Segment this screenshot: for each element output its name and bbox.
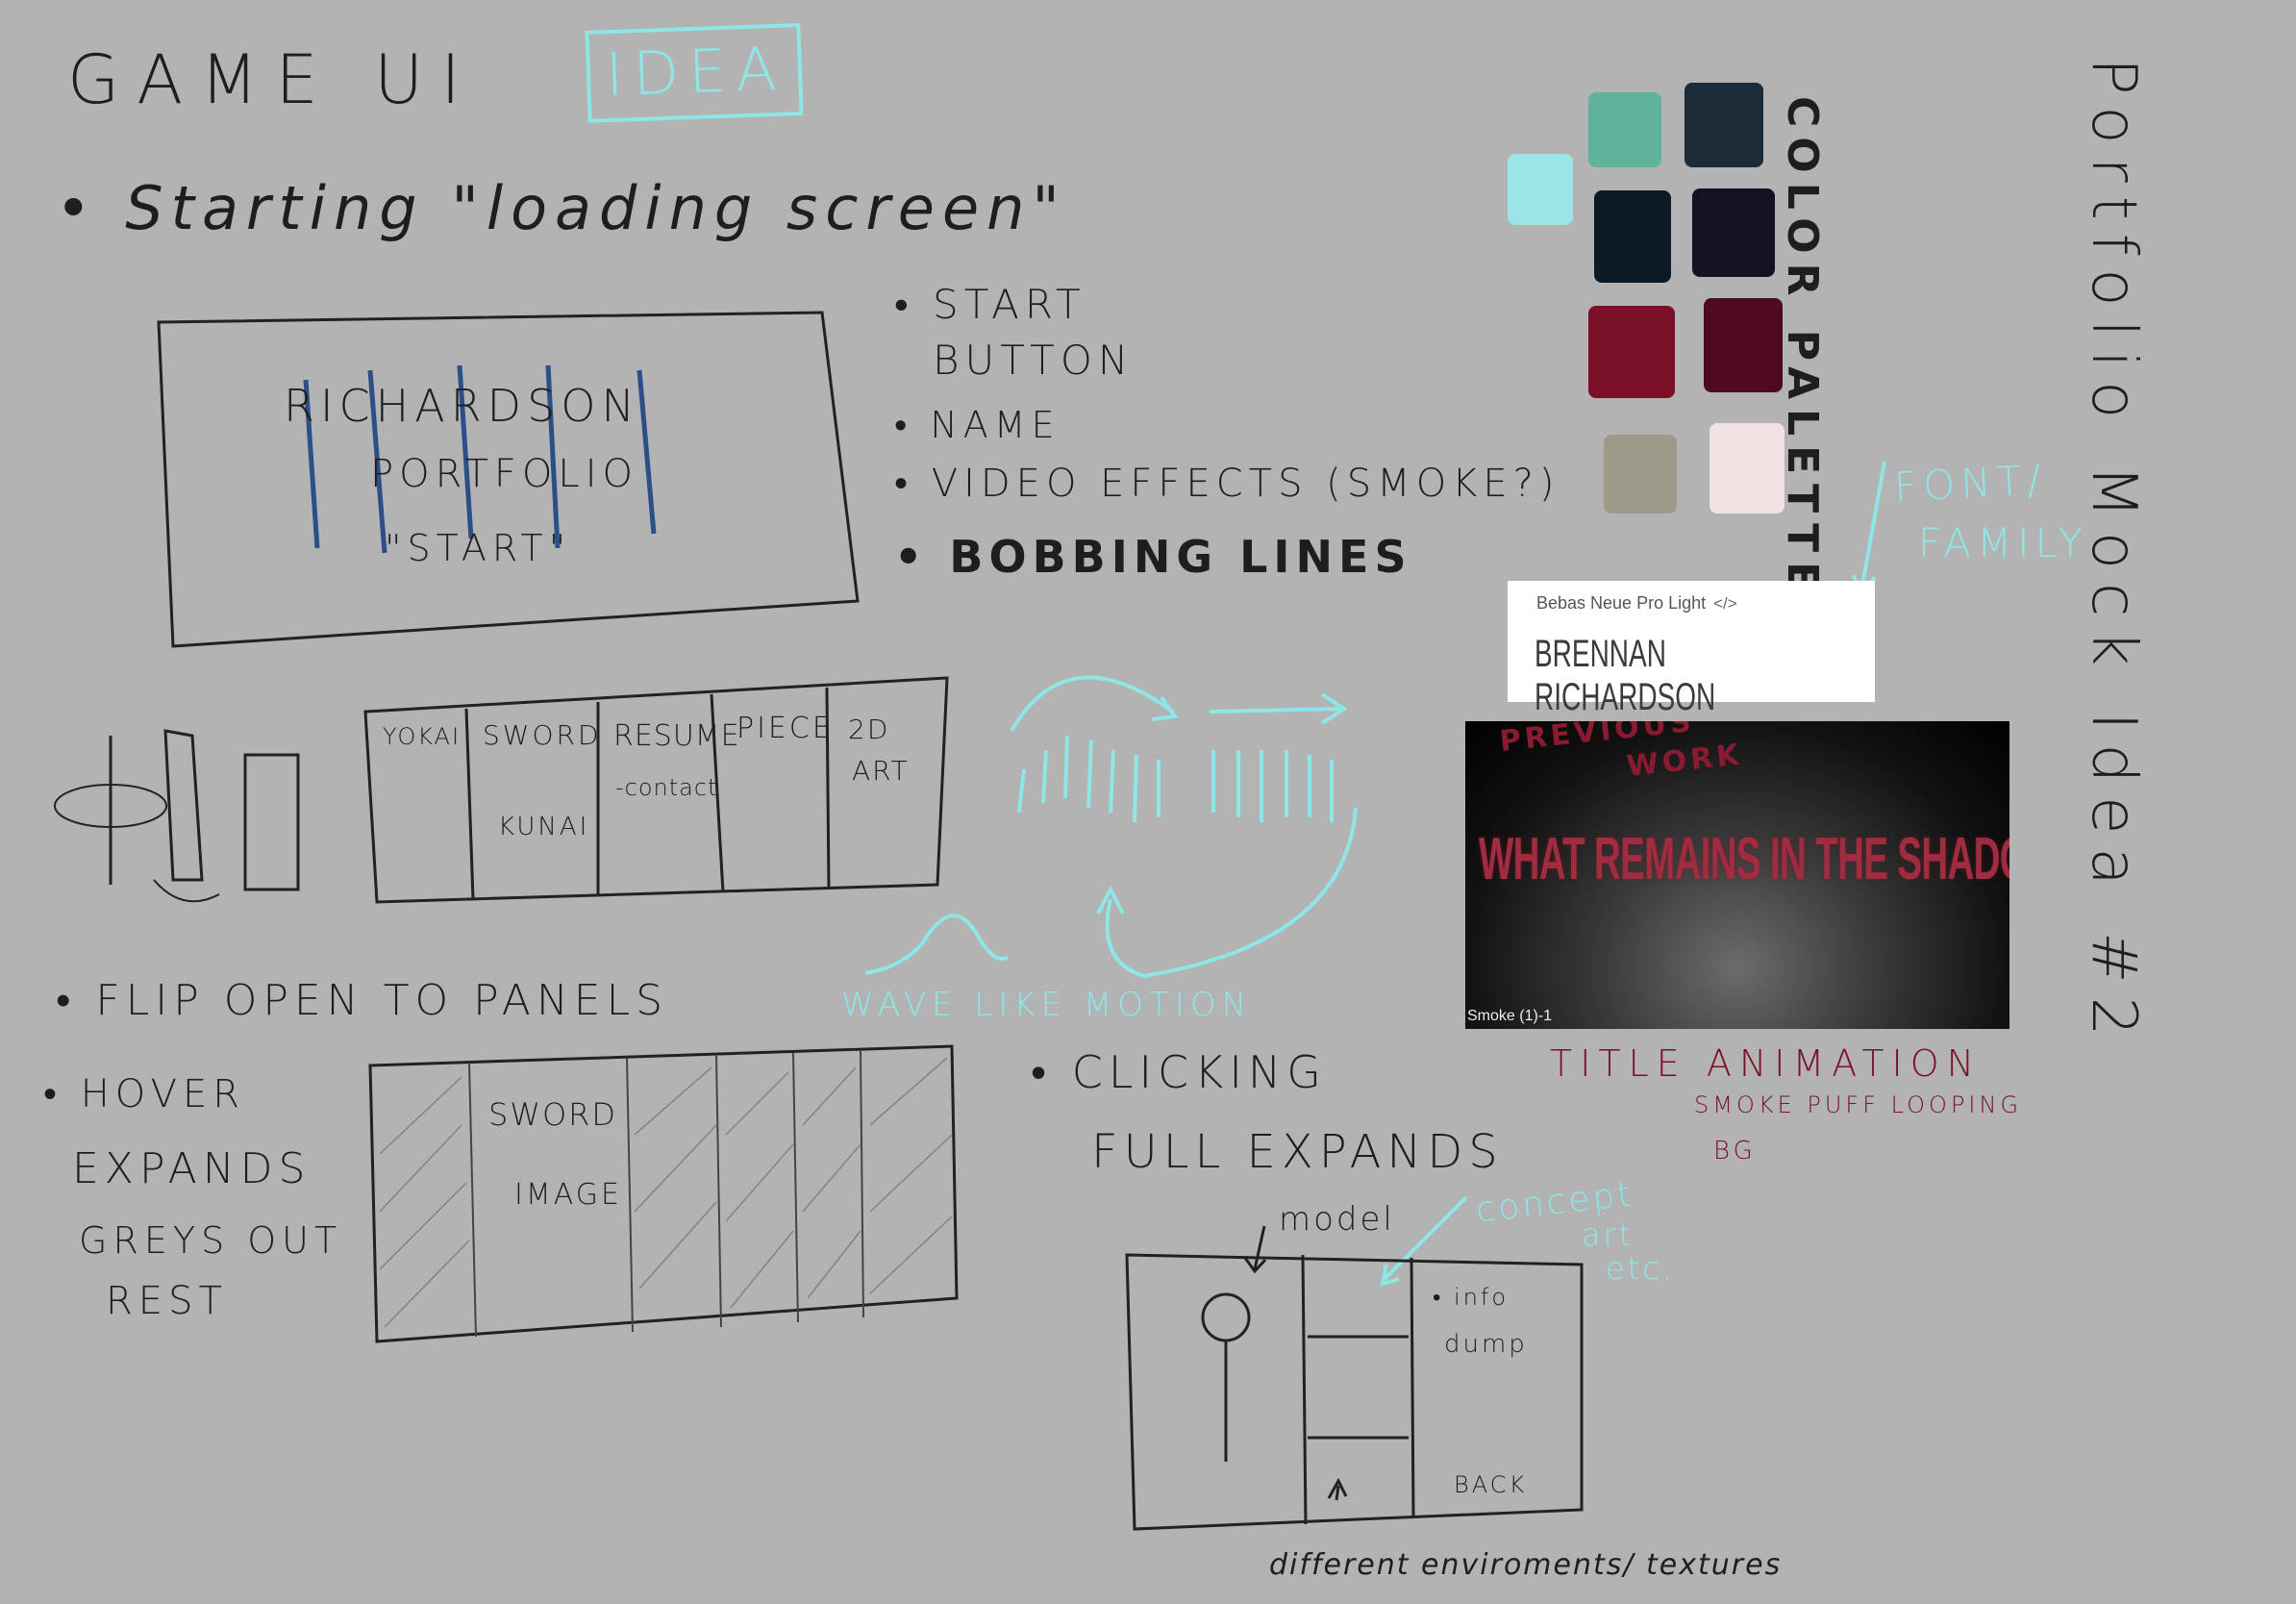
loading-heading: • Starting "loading screen" <box>56 173 1067 243</box>
full-expands-heading: FULL EXPANDS <box>1091 1125 1504 1179</box>
sketch-start: "START" <box>385 527 572 569</box>
font-sample: BRENNAN RICHARDSON <box>1535 633 1716 718</box>
panel-contact: -contact <box>615 774 718 801</box>
art-label: art <box>1582 1216 1635 1253</box>
model-label: model <box>1279 1200 1395 1239</box>
etc-label: etc. <box>1606 1250 1675 1287</box>
palette-swatch-7 <box>1704 298 1783 392</box>
font-label-1: FONT/ <box>1892 455 2048 512</box>
video-caption: Smoke (1)-1 <box>1467 1008 1553 1024</box>
video-overlay-work: WORK <box>1625 738 1745 784</box>
hover-note-2: EXPANDS <box>72 1144 312 1193</box>
palette-swatch-5 <box>1692 188 1775 277</box>
code-icon[interactable]: </> <box>1713 594 1737 613</box>
font-label-2: FAMILY <box>1918 519 2089 566</box>
panel-piece: PIECE <box>736 712 834 745</box>
bg-label: BG <box>1713 1137 1757 1165</box>
environments-note: different enviroments/ textures <box>1269 1548 1783 1582</box>
sketch-portfolio: PORTFOLIO <box>370 452 638 496</box>
palette-swatch-2 <box>1685 83 1763 167</box>
palette-swatch-4 <box>1594 190 1671 283</box>
palette-swatch-6 <box>1588 306 1675 398</box>
note-start: • START <box>894 281 1086 328</box>
note-button: BUTTON <box>933 337 1135 384</box>
panel-yokai: YOKAI <box>383 723 462 750</box>
page-title: GAME UI <box>67 40 478 119</box>
palette-label: COLOR PALETTE <box>1778 96 1827 601</box>
clicking-heading: • CLICKING <box>1031 1046 1327 1098</box>
palette-swatch-9 <box>1710 423 1784 514</box>
back-label: BACK <box>1454 1471 1528 1498</box>
dump-label: dump <box>1444 1330 1528 1359</box>
flip-note: • FLIP OPEN TO PANELS <box>56 976 669 1025</box>
hover-note-4: REST <box>106 1279 228 1323</box>
panel-resume: RESUME <box>613 719 740 753</box>
font-preview-card: Bebas Neue Pro Light </> BRENNAN RICHARDS… <box>1508 581 1875 718</box>
palette-swatch-1 <box>1588 92 1661 167</box>
video-title: WHAT REMAINS IN THE SHADOWS <box>1479 826 2009 892</box>
sketch-name: RICHARDSON <box>284 380 640 432</box>
idea-label: IDEA <box>604 33 787 111</box>
video-thumbnail[interactable]: PREVIOUS WORK WHAT REMAINS IN THE SHADOW… <box>1465 721 2009 1029</box>
note-name: • NAME <box>894 404 1061 446</box>
smoke-loop-label: SMOKE PUFF LOOPING <box>1694 1091 2023 1118</box>
info-label: • info <box>1433 1284 1510 1311</box>
note-video: • VIDEO EFFECTS (SMOKE?) <box>894 462 1560 506</box>
panel-kunai: KUNAI <box>498 813 590 841</box>
wave-motion-label: WAVE LIKE MOTION <box>841 986 1253 1024</box>
panel-art: ART <box>852 755 910 787</box>
palette-swatch-3 <box>1508 154 1573 225</box>
panel-2d: 2D <box>848 714 890 745</box>
panel-sword: SWORD <box>483 719 602 751</box>
title-animation-label: TITLE ANIMATION <box>1550 1042 1983 1085</box>
expanded-image: IMAGE <box>514 1178 622 1212</box>
note-bobbing: • BOBBING LINES <box>894 531 1412 583</box>
font-name-text: Bebas Neue Pro Light <box>1536 593 1707 613</box>
palette-swatch-8 <box>1604 435 1677 514</box>
hover-note-3: GREYS OUT <box>79 1219 343 1262</box>
hover-note-1: • HOVER <box>43 1072 246 1116</box>
expanded-sword: SWORD <box>488 1096 618 1133</box>
font-name: Bebas Neue Pro Light </> <box>1536 593 1737 614</box>
